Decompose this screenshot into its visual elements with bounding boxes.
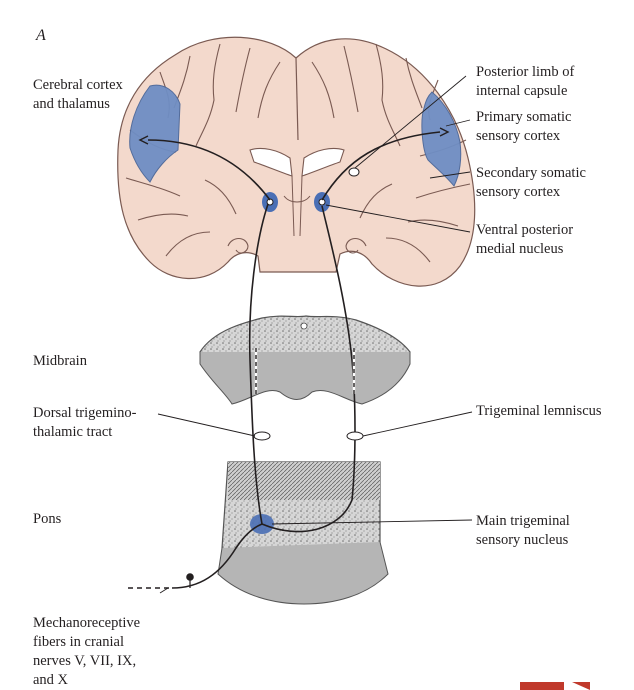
fiber-ganglion-cell <box>186 573 194 581</box>
label-lemniscus: Trigeminal lemniscus <box>476 403 602 419</box>
coronal-brain-section <box>117 36 476 287</box>
trigeminal-pathways <box>128 127 450 589</box>
label-dorsal-tract: Dorsal trigemino- thalamic tract <box>33 405 137 440</box>
midbrain-section <box>199 315 411 405</box>
left-cortical-terminal <box>138 135 149 145</box>
left-hemisphere-sulci <box>125 43 281 257</box>
corner-marks <box>520 682 590 690</box>
cerebral-aqueduct <box>300 322 308 330</box>
leader-lines <box>157 75 473 594</box>
trigeminal-lemniscus-tract <box>261 205 356 533</box>
right-cortical-terminal <box>439 127 450 137</box>
label-pons: Pons <box>33 511 62 527</box>
right-thalamocortical-projection <box>321 131 441 201</box>
left-thalamocortical-projection <box>147 139 271 201</box>
hippocampus-curls <box>227 237 367 254</box>
label-primary-cortex: Primary somatic sensory cortex <box>476 109 572 144</box>
left-somatosensory-cortex <box>129 84 181 183</box>
label-cortex-thalamus: Cerebral cortex and thalamus <box>33 77 123 112</box>
label-posterior-limb: Posterior limb of internal capsule <box>476 64 575 99</box>
pons-section <box>217 461 389 605</box>
lemniscus-marker <box>346 431 364 441</box>
dorsal-tract-marker <box>253 431 271 441</box>
vpm-nuclei <box>262 192 330 212</box>
label-main-nucleus: Main trigeminal sensory nucleus <box>476 513 570 548</box>
label-fibers: Mechanoreceptive fibers in cranial nerve… <box>33 615 141 688</box>
label-midbrain: Midbrain <box>33 353 87 369</box>
panel-letter: A <box>36 27 46 44</box>
right-somatosensory-cortex <box>421 91 462 187</box>
internal-capsule-marker <box>348 167 360 177</box>
mechanoreceptive-fiber-path <box>171 523 263 589</box>
label-vpm: Ventral posterior medial nucleus <box>476 222 574 257</box>
dorsal-trigeminothalamic-tract <box>248 203 269 525</box>
brain-outline <box>117 36 476 287</box>
third-ventricle <box>283 175 311 237</box>
lateral-ventricles <box>249 147 345 177</box>
longitudinal-fissure <box>295 57 299 141</box>
label-secondary-cortex: Secondary somatic sensory cortex <box>476 165 586 200</box>
